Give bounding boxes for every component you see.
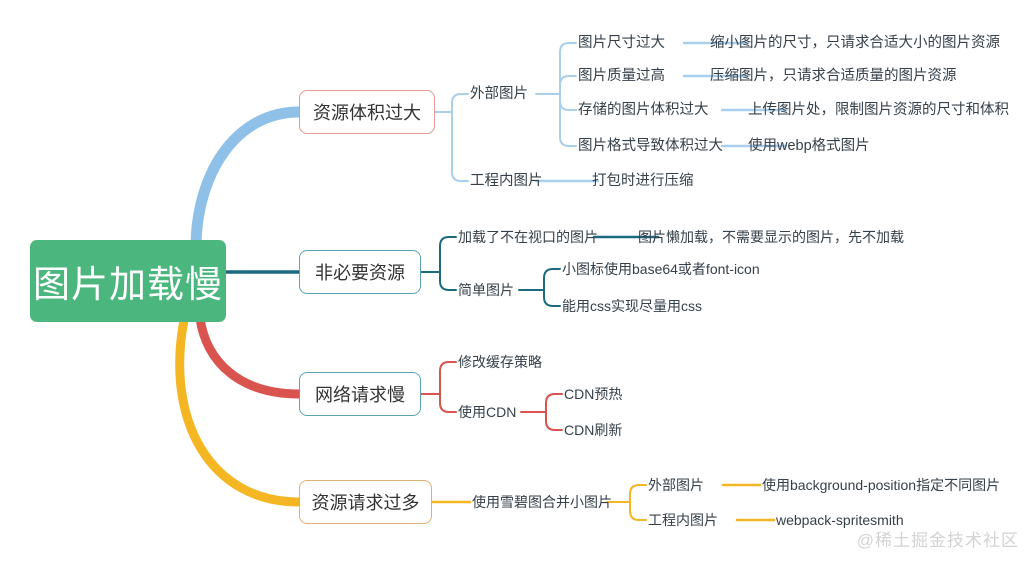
branch-node-label: 非必要资源 xyxy=(315,263,405,283)
node-solution-background-position[interactable]: 使用background-position指定不同图片 xyxy=(762,477,1001,493)
node-modify-cache-strategy[interactable]: 修改缓存策略 xyxy=(458,354,542,370)
node-sprite-external-images[interactable]: 外部图片 xyxy=(648,477,704,493)
node-external-images[interactable]: 外部图片 xyxy=(470,85,528,102)
node-image-format-too-large[interactable]: 图片格式导致体积过大 xyxy=(578,137,723,154)
node-solution-use-css[interactable]: 能用css实现尽量用css xyxy=(562,298,702,314)
node-solution-resize-image[interactable]: 缩小图片的尺寸，只请求合适大小的图片资源 xyxy=(710,34,1000,51)
watermark: @稀土掘金技术社区 xyxy=(856,531,1019,550)
node-solution-lazy-load[interactable]: 图片懒加载，不需要显示的图片，先不加载 xyxy=(638,229,904,245)
node-image-size-too-large[interactable]: 图片尺寸过大 xyxy=(578,34,665,51)
root-node[interactable]: 图片加载慢 xyxy=(30,240,226,322)
node-project-images[interactable]: 工程内图片 xyxy=(470,172,543,189)
node-solution-compress-image[interactable]: 压缩图片，只请求合适质量的图片资源 xyxy=(710,67,957,84)
node-stored-image-too-large[interactable]: 存储的图片体积过大 xyxy=(578,101,709,118)
root-node-label: 图片加载慢 xyxy=(33,264,223,305)
branch-node-too-many-requests[interactable]: 资源请求过多 xyxy=(299,480,432,524)
branch-node-resource-size[interactable]: 资源体积过大 xyxy=(299,90,435,134)
node-solution-compress-on-build[interactable]: 打包时进行压缩 xyxy=(592,172,694,189)
node-solution-base64-fonticon[interactable]: 小图标使用base64或者font-icon xyxy=(562,261,760,277)
node-solution-webpack-spritesmith[interactable]: webpack-spritesmith xyxy=(776,512,904,528)
node-offscreen-images[interactable]: 加载了不在视口的图片 xyxy=(458,229,598,245)
node-cdn-refresh[interactable]: CDN刷新 xyxy=(564,422,623,438)
node-solution-use-webp[interactable]: 使用webp格式图片 xyxy=(748,137,870,154)
node-simple-images[interactable]: 简单图片 xyxy=(458,282,514,298)
branch-node-label: 网络请求慢 xyxy=(315,385,405,405)
node-use-cdn[interactable]: 使用CDN xyxy=(458,404,517,420)
node-sprite-project-images[interactable]: 工程内图片 xyxy=(648,512,718,528)
branch-node-label: 资源请求过多 xyxy=(311,493,420,513)
node-solution-limit-upload[interactable]: 上传图片处，限制图片资源的尺寸和体积 xyxy=(748,101,1009,118)
branch-node-unnecessary-resource[interactable]: 非必要资源 xyxy=(299,250,421,294)
node-cdn-prefetch[interactable]: CDN预热 xyxy=(564,386,623,402)
node-image-quality-too-high[interactable]: 图片质量过高 xyxy=(578,67,665,84)
node-use-sprite-sheet[interactable]: 使用雪碧图合并小图片 xyxy=(472,494,612,510)
branch-node-label: 资源体积过大 xyxy=(313,103,421,123)
branch-node-slow-network[interactable]: 网络请求慢 xyxy=(299,372,421,416)
